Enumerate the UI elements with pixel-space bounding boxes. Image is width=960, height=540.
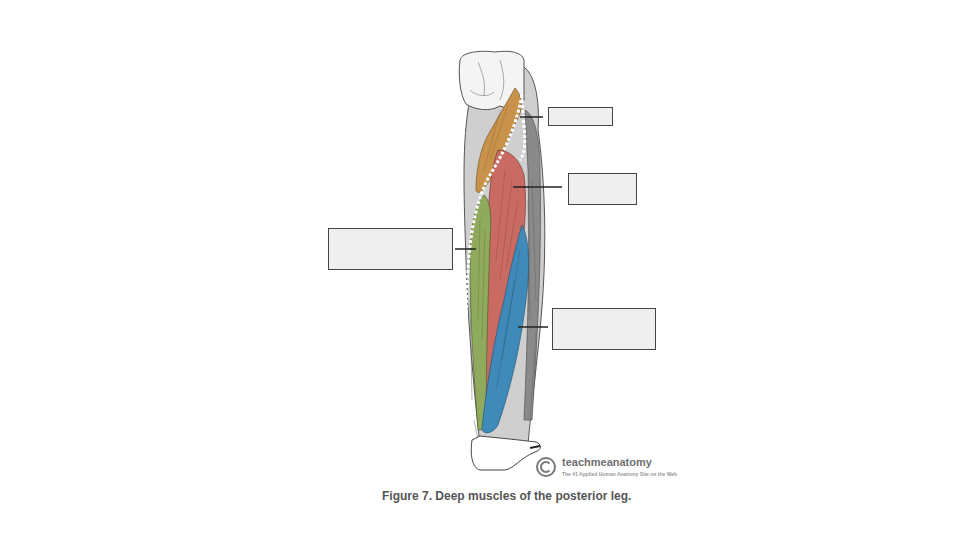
leader-lines xyxy=(455,117,562,327)
watermark: teachmeanatomy xyxy=(562,456,652,468)
blank-label-box xyxy=(553,309,656,350)
leader-line xyxy=(520,116,543,118)
copyright-symbol xyxy=(537,458,555,476)
heel xyxy=(471,436,540,470)
watermark-tagline: The #1 Applied Human Anatomy Site on the… xyxy=(562,471,677,477)
blank-label-box xyxy=(549,108,613,126)
figure-caption: Figure 7. Deep muscles of the posterior … xyxy=(382,489,631,503)
leg-outline xyxy=(464,65,545,445)
blank-label-box xyxy=(329,229,453,270)
blank-label-box xyxy=(569,174,637,205)
leader-line xyxy=(518,326,548,328)
femur-detail xyxy=(470,60,504,100)
cut-edge xyxy=(520,100,525,160)
leader-line xyxy=(513,186,562,188)
muscle-fibres xyxy=(478,105,520,390)
blank-label-boxes xyxy=(329,108,656,350)
cut-edge xyxy=(467,95,523,360)
heel-detail xyxy=(530,446,540,448)
flexor-hallucis-longus-muscle xyxy=(482,225,529,433)
leader-line xyxy=(455,248,476,250)
